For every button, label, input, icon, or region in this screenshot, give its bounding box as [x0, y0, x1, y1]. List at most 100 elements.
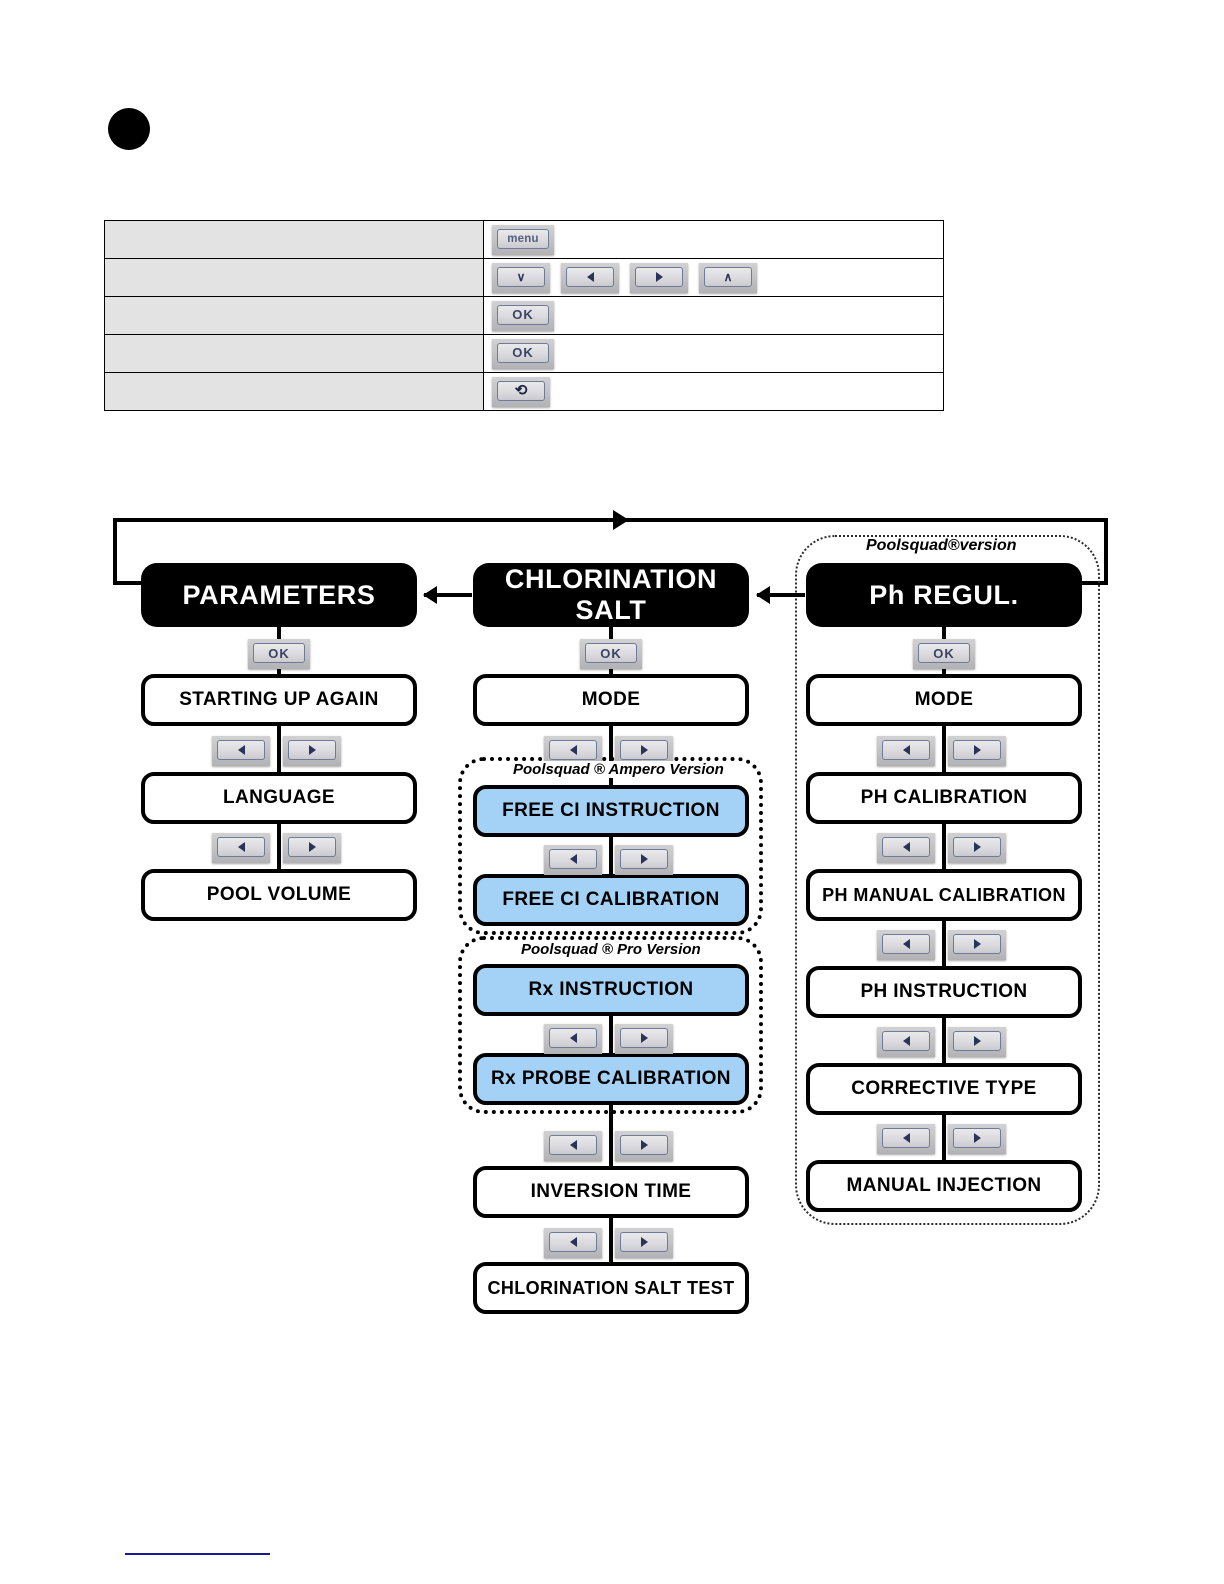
- left-key-chlorination-3[interactable]: [544, 1024, 602, 1059]
- poolsquad-version-group: [795, 535, 1100, 1225]
- left-key-phregul-3[interactable]: [877, 930, 935, 965]
- ok-key-icon[interactable]: OK: [492, 300, 554, 331]
- left-triangle-icon: [902, 745, 910, 755]
- row-keys-cell: OK: [483, 334, 944, 373]
- right-key-phregul-5[interactable]: [948, 1124, 1006, 1159]
- connector-line: [942, 1115, 946, 1160]
- left-key-phregul-5[interactable]: [877, 1124, 935, 1159]
- ok-key-label: OK: [918, 643, 970, 663]
- ok-key-parameters[interactable]: OK: [248, 639, 310, 674]
- left-triangle-icon: [586, 271, 594, 282]
- menu-key-icon[interactable]: menu: [492, 224, 554, 255]
- right-triangle-icon: [308, 842, 316, 852]
- node-mode-chlorination[interactable]: MODE: [473, 674, 749, 726]
- connector-line: [609, 1016, 613, 1054]
- section-bullet-icon: [108, 108, 150, 150]
- up-key-icon[interactable]: ∧: [699, 262, 757, 293]
- right-triangle-icon: [308, 745, 316, 755]
- right-triangle-icon: [655, 271, 663, 282]
- left-key-chlorination-5[interactable]: [544, 1228, 602, 1263]
- right-key-chlorination-4[interactable]: [615, 1131, 673, 1166]
- arrow-phregul-to-chlorination: [756, 586, 805, 604]
- left-triangle-icon: [569, 1033, 577, 1043]
- table-row: OK: [104, 296, 944, 335]
- loop-arrow-left: [113, 518, 117, 585]
- loop-arrow-right: [1104, 518, 1108, 585]
- left-triangle-icon: [902, 1036, 910, 1046]
- row-keys-cell: ∨ ∧: [483, 258, 944, 297]
- left-triangle-icon: [237, 842, 245, 852]
- header-parameters[interactable]: PARAMETERS: [141, 563, 417, 627]
- connector-line: [609, 726, 613, 786]
- right-triangle-icon: [640, 1140, 648, 1150]
- node-ph-manual-calibration[interactable]: PH MANUAL CALIBRATION: [806, 869, 1082, 921]
- node-mode-phregul[interactable]: MODE: [806, 674, 1082, 726]
- right-key-phregul-4[interactable]: [948, 1027, 1006, 1062]
- header-ph-regul[interactable]: Ph REGUL.: [806, 563, 1082, 627]
- left-key-phregul-4[interactable]: [877, 1027, 935, 1062]
- table-row: OK: [104, 334, 944, 373]
- left-key-parameters-2[interactable]: [212, 833, 270, 868]
- node-corrective-type[interactable]: CORRECTIVE TYPE: [806, 1063, 1082, 1115]
- row-keys-cell: menu: [483, 220, 944, 259]
- row-keys-cell: ⟲: [483, 372, 944, 411]
- right-key-chlorination-2[interactable]: [615, 845, 673, 880]
- left-triangle-icon: [902, 939, 910, 949]
- left-triangle-icon: [569, 854, 577, 864]
- node-free-ci-calibration[interactable]: FREE CI CALIBRATION: [473, 874, 749, 926]
- node-ph-instruction[interactable]: PH INSTRUCTION: [806, 966, 1082, 1018]
- header-chlorination-salt[interactable]: CHLORINATION SALT: [473, 563, 749, 627]
- right-key-parameters-2[interactable]: [283, 833, 341, 868]
- node-rx-instruction[interactable]: Rx INSTRUCTION: [473, 964, 749, 1016]
- node-pool-volume[interactable]: POOL VOLUME: [141, 869, 417, 921]
- row-label-cell: [104, 258, 484, 297]
- footnote-separator: [125, 1553, 270, 1555]
- down-chevron-icon: ∨: [516, 269, 526, 284]
- ok-key-icon[interactable]: OK: [492, 338, 554, 369]
- right-key-phregul-1[interactable]: [948, 736, 1006, 771]
- node-ph-calibration[interactable]: PH CALIBRATION: [806, 772, 1082, 824]
- connector-line: [277, 824, 281, 871]
- node-language[interactable]: LANGUAGE: [141, 772, 417, 824]
- return-arrow-icon: ⟲: [514, 382, 528, 399]
- right-triangle-icon: [973, 1133, 981, 1143]
- left-key-chlorination-2[interactable]: [544, 845, 602, 880]
- node-free-ci-instruction[interactable]: FREE CI INSTRUCTION: [473, 785, 749, 837]
- right-triangle-icon: [973, 745, 981, 755]
- right-key-chlorination-5[interactable]: [615, 1228, 673, 1263]
- down-key-icon[interactable]: ∨: [492, 262, 550, 293]
- right-triangle-icon: [973, 939, 981, 949]
- left-key-icon[interactable]: [561, 262, 619, 293]
- table-row: ∨ ∧: [104, 258, 944, 297]
- right-key-chlorination-3[interactable]: [615, 1024, 673, 1059]
- left-triangle-icon: [569, 745, 577, 755]
- left-triangle-icon: [569, 1237, 577, 1247]
- right-key-icon[interactable]: [630, 262, 688, 293]
- right-triangle-icon: [640, 1237, 648, 1247]
- node-chlorination-salt-test[interactable]: CHLORINATION SALT TEST: [473, 1262, 749, 1314]
- node-rx-probe-calibration[interactable]: Rx PROBE CALIBRATION: [473, 1053, 749, 1105]
- node-manual-injection[interactable]: MANUAL INJECTION: [806, 1160, 1082, 1212]
- left-key-chlorination-4[interactable]: [544, 1131, 602, 1166]
- left-key-parameters-1[interactable]: [212, 736, 270, 771]
- return-home-key-icon[interactable]: ⟲: [492, 376, 550, 407]
- table-row: ⟲: [104, 372, 944, 411]
- right-key-phregul-2[interactable]: [948, 833, 1006, 868]
- right-key-parameters-1[interactable]: [283, 736, 341, 771]
- ok-key-chlorination[interactable]: OK: [580, 639, 642, 674]
- ok-key-label: OK: [253, 643, 305, 663]
- arrow-chlorination-to-parameters: [423, 586, 472, 604]
- connector-line: [942, 921, 946, 966]
- node-starting-up-again[interactable]: STARTING UP AGAIN: [141, 674, 417, 726]
- row-label-cell: [104, 296, 484, 335]
- ok-key-phregul[interactable]: OK: [913, 639, 975, 674]
- left-key-phregul-1[interactable]: [877, 736, 935, 771]
- up-chevron-icon: ∧: [723, 269, 733, 284]
- left-key-phregul-2[interactable]: [877, 833, 935, 868]
- left-triangle-icon: [237, 745, 245, 755]
- ampero-version-group-label: Poolsquad ® Ampero Version: [509, 761, 728, 778]
- right-key-phregul-3[interactable]: [948, 930, 1006, 965]
- connector-line: [942, 726, 946, 774]
- node-inversion-time[interactable]: INVERSION TIME: [473, 1166, 749, 1218]
